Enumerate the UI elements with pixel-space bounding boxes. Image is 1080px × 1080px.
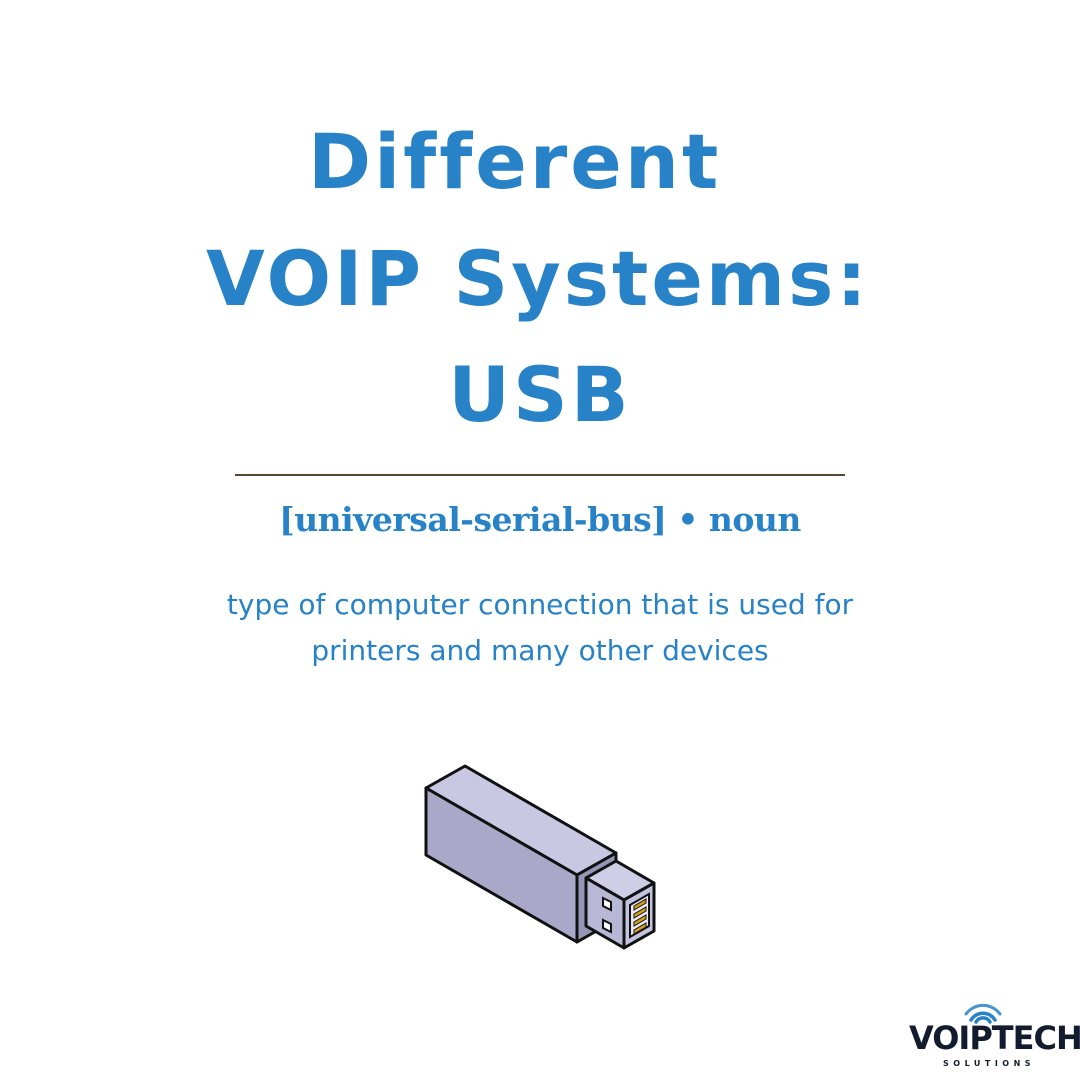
wifi-signal-icon xyxy=(964,1003,1002,1024)
logo-o: O xyxy=(932,1019,959,1057)
usb-pin xyxy=(633,906,647,919)
usb-connector-hole xyxy=(602,896,612,912)
title-line-1: Different xyxy=(308,117,722,206)
usb-pin xyxy=(633,898,647,911)
title-line-3: USB xyxy=(448,350,632,439)
usb-connector-hole xyxy=(602,918,612,934)
usb-pin xyxy=(633,914,647,927)
company-logo: VOIPTECH SOLUTIONS xyxy=(905,1000,1080,1072)
logo-subtitle: SOLUTIONS xyxy=(943,1059,1036,1068)
title-line-2: VOIP Systems: xyxy=(206,234,870,323)
usb-pin xyxy=(633,922,647,935)
definition: type of computer connection that is used… xyxy=(226,588,854,667)
divider xyxy=(235,474,845,476)
usb-drive-icon xyxy=(424,764,656,950)
pronunciation: [universal-serial-bus] • noun xyxy=(279,500,801,539)
logo-wordmark: VOIPTECH xyxy=(909,1019,1080,1057)
